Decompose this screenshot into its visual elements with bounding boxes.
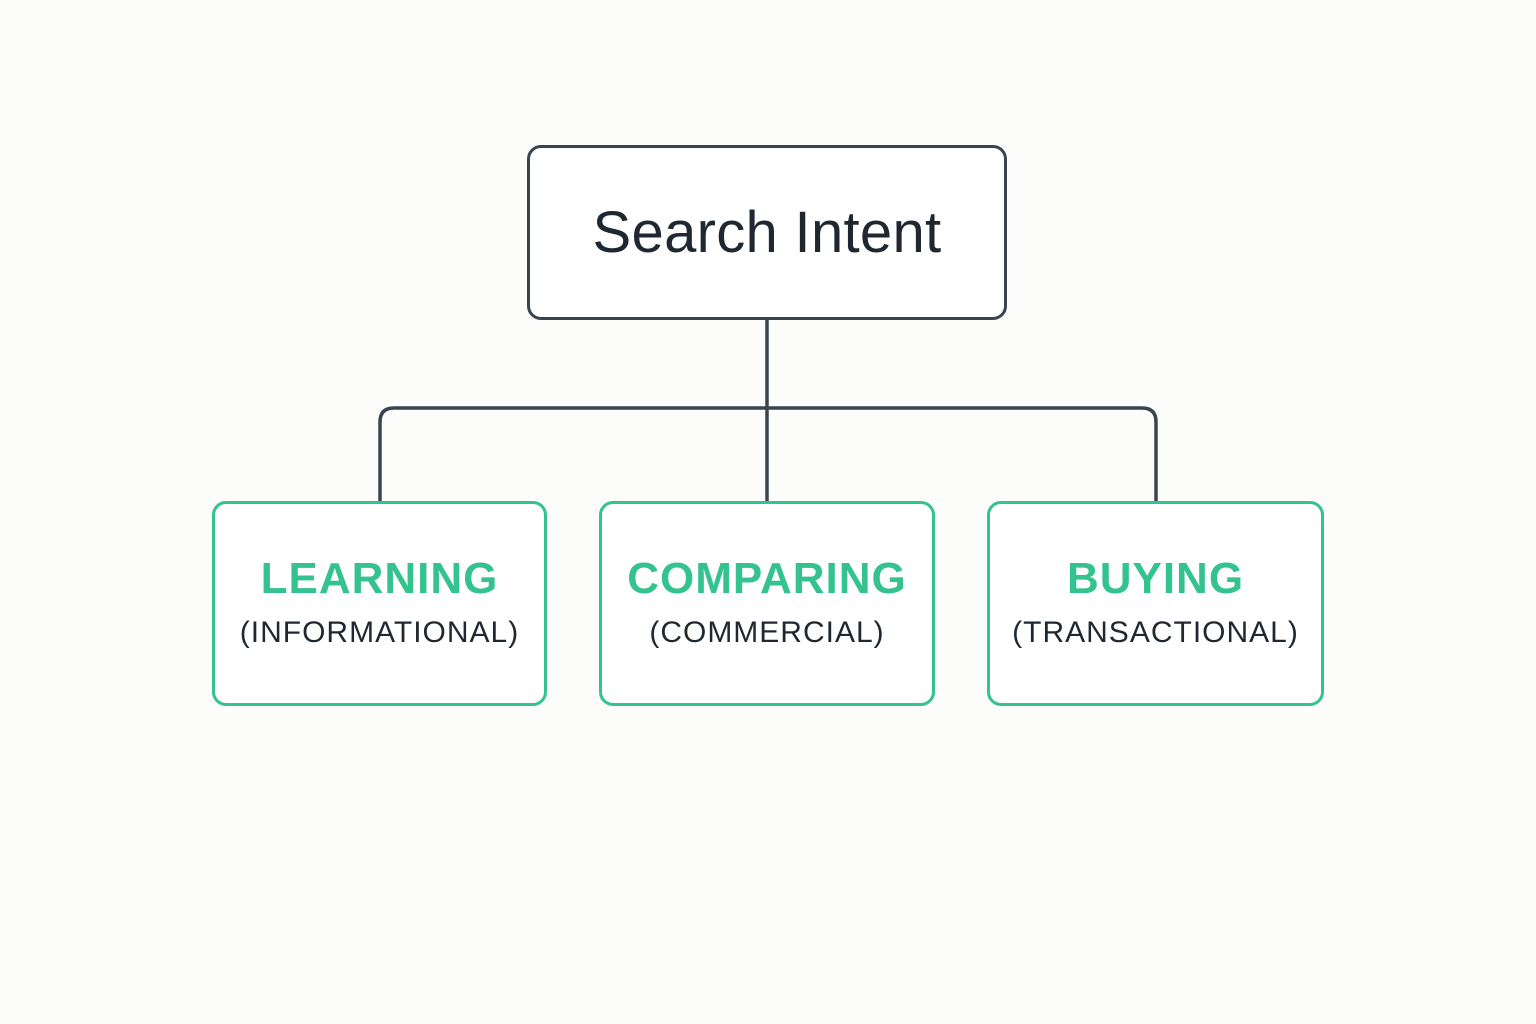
child-node-subtitle: (TRANSACTIONAL) <box>1012 615 1299 649</box>
child-node-title: COMPARING <box>627 553 907 603</box>
child-node-buying: BUYING (TRANSACTIONAL) <box>987 501 1324 706</box>
child-node-title: BUYING <box>1066 553 1245 603</box>
child-node-comparing: COMPARING (COMMERCIAL) <box>599 501 935 706</box>
child-node-learning: LEARNING (INFORMATIONAL) <box>212 501 547 706</box>
child-node-subtitle: (INFORMATIONAL) <box>239 615 520 649</box>
child-node-title: LEARNING <box>260 553 499 603</box>
branch-bar-line <box>378 406 1158 501</box>
root-node-label: Search Intent <box>592 200 942 265</box>
child-node-subtitle: (COMMERCIAL) <box>649 615 885 649</box>
root-node-search-intent: Search Intent <box>527 145 1007 320</box>
